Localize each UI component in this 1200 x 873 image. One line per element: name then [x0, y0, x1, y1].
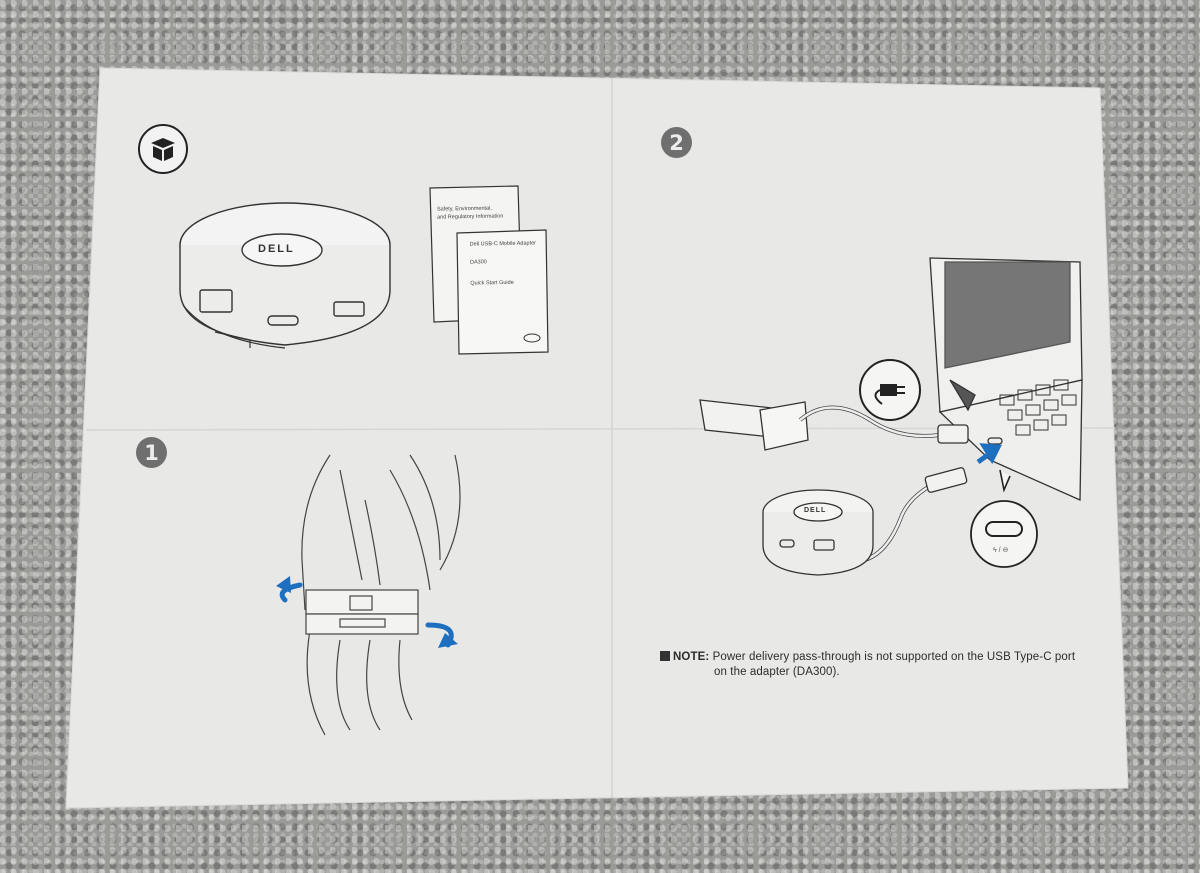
laptop-illustration [929, 257, 1083, 501]
guide-booklet-text: Dell USB-C Mobile Adapter DA300 Quick St… [470, 239, 537, 287]
box-icon [138, 124, 188, 174]
adapter-illustration [179, 202, 391, 349]
power-adapter-illustration [699, 399, 969, 451]
note-line-1: Power delivery pass-through is not suppo… [712, 651, 1076, 663]
hand-illustration [301, 454, 461, 736]
note-line-2: on the adapter (DA300). [714, 666, 840, 678]
power-plug-icon [859, 359, 921, 421]
guide-name: Quick Start Guide [470, 279, 514, 287]
note-icon [660, 651, 670, 661]
usb-c-port-icon: ϟ / ⊖ [970, 469, 1038, 568]
step-1-badge: 1 [136, 437, 167, 468]
dell-logo-small: DELL [804, 507, 827, 514]
guide-model: DA300 [469, 259, 487, 266]
rotate-arrow-icon [276, 576, 458, 648]
dell-logo: DELL [258, 243, 295, 255]
small-adapter-illustration [762, 489, 874, 576]
arrow-icon [976, 443, 1002, 465]
safety-line-2: and Regulatory Information [437, 213, 504, 221]
booklets-illustration [429, 185, 549, 355]
safety-booklet-title: Safety, Environmental, and Regulatory In… [437, 204, 504, 221]
note-label: NOTE: [673, 651, 710, 663]
safety-line-1: Safety, Environmental, [436, 205, 492, 213]
note-block: NOTE: Power delivery pass-through is not… [660, 650, 1080, 680]
step-2-badge: 2 [661, 127, 692, 158]
guide-title: Dell USB-C Mobile Adapter [469, 240, 537, 248]
svg-text:ϟ / ⊖: ϟ / ⊖ [993, 547, 1009, 554]
